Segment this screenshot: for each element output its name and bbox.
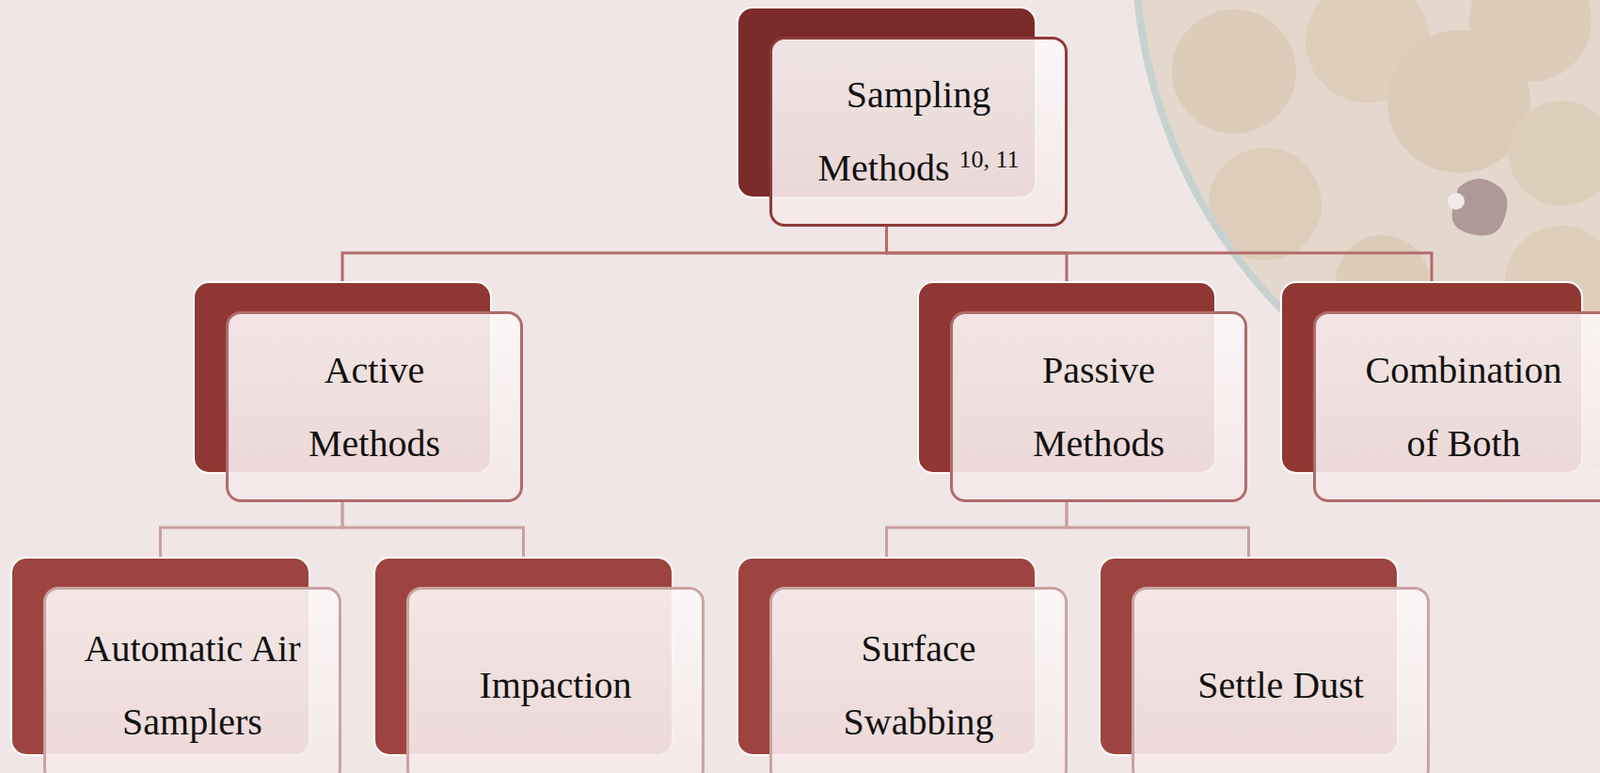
colony (1508, 100, 1600, 206)
process-box: Automatic Air Samplers (43, 586, 342, 773)
node-text: Impaction (478, 664, 632, 707)
node-text: Combination of Both (1365, 348, 1563, 465)
process-box: Sampling Methods10, 11 (769, 36, 1068, 227)
node-text: Automatic Air Samplers (84, 627, 301, 744)
node-label: Sampling Methods10, 11 (801, 58, 1037, 206)
node-label: Impaction (478, 649, 632, 723)
node-label: Automatic Air Samplers (75, 612, 311, 760)
process-box: Active Methods (225, 311, 523, 503)
node-text: Passive Methods (1032, 348, 1165, 465)
node-label: Surface Swabbing (815, 612, 1023, 760)
colony-spot (1447, 192, 1465, 210)
process-box: Passive Methods (950, 311, 1248, 503)
colony (1469, 0, 1592, 82)
citation-superscript: 10, 11 (958, 145, 1019, 174)
node-text: Settle Dust (1197, 664, 1364, 707)
node-text: Surface Swabbing (843, 627, 995, 744)
node-label: Passive Methods (995, 333, 1203, 481)
node-label: Settle Dust (1197, 649, 1364, 723)
node-text: Active Methods (308, 348, 441, 465)
node-label: Active Methods (270, 333, 478, 481)
connector-group (160, 226, 1433, 587)
process-box: Surface Swabbing (769, 586, 1068, 773)
process-box: Impaction (406, 586, 705, 773)
colony (1208, 147, 1322, 261)
colony (1172, 9, 1297, 134)
process-box: Settle Dust (1131, 586, 1430, 773)
node-label: Combination of Both (1360, 333, 1568, 481)
process-box: Combination of Both (1313, 311, 1600, 503)
